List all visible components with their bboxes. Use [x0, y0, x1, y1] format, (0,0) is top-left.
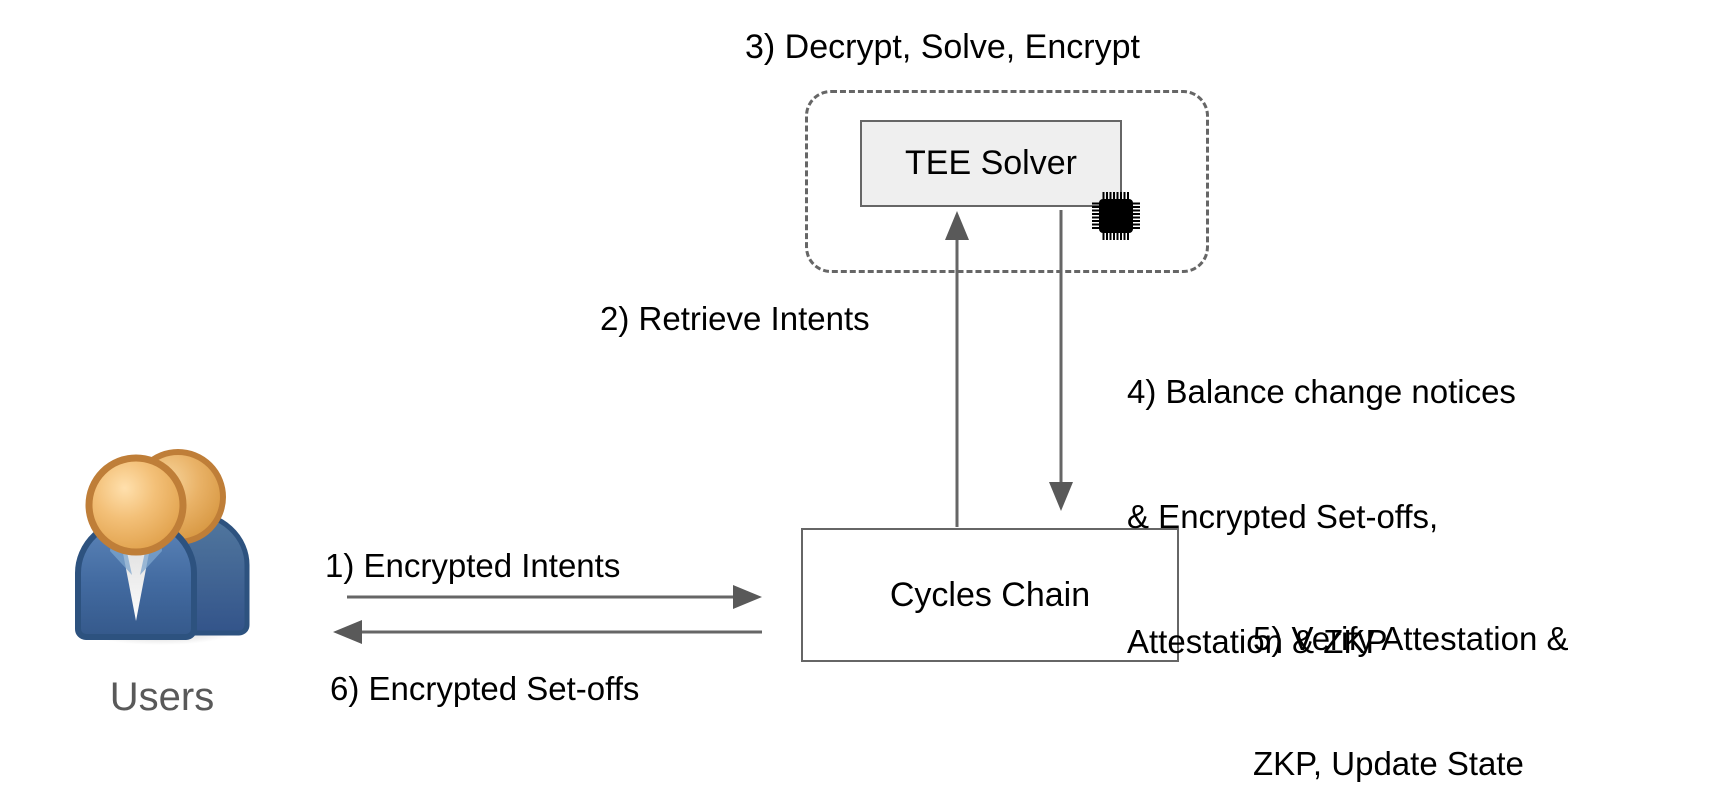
tee-solver-node[interactable]: TEE Solver — [860, 120, 1122, 207]
step5-line1: 5) Verify Attestation & — [1253, 620, 1569, 658]
step2-label: 2) Retrieve Intents — [600, 300, 870, 337]
step4-label: 4) Balance change notices & Encrypted Se… — [1127, 288, 1516, 745]
step5-line2: ZKP, Update State — [1253, 744, 1524, 782]
users-icon-front-person — [75, 454, 197, 640]
step5-label: 5) Verify Attestation & ZKP, Update Stat… — [1253, 535, 1569, 798]
tee-enclave-boundary — [805, 90, 1209, 273]
arrow-step6 — [333, 620, 762, 644]
users-label: Users — [109, 675, 215, 719]
step4-line1: 4) Balance change notices — [1127, 373, 1516, 411]
users-icon — [60, 425, 260, 650]
step4-line3: Attestation & ZKP — [1127, 622, 1388, 660]
step1-label: 1) Encrypted Intents — [325, 547, 621, 584]
cycles-chain-label: Cycles Chain — [889, 575, 1091, 614]
step6-label: 6) Encrypted Set-offs — [330, 670, 640, 707]
arrow-step1 — [347, 585, 762, 609]
tee-solver-label: TEE Solver — [905, 144, 1077, 182]
cycles-chain-node[interactable]: Cycles Chain — [801, 528, 1179, 662]
step4-line2: & Encrypted Set-offs, — [1127, 497, 1439, 535]
cpu-chip-icon — [1090, 190, 1142, 242]
step3-label: 3) Decrypt, Solve, Encrypt — [745, 28, 1140, 66]
